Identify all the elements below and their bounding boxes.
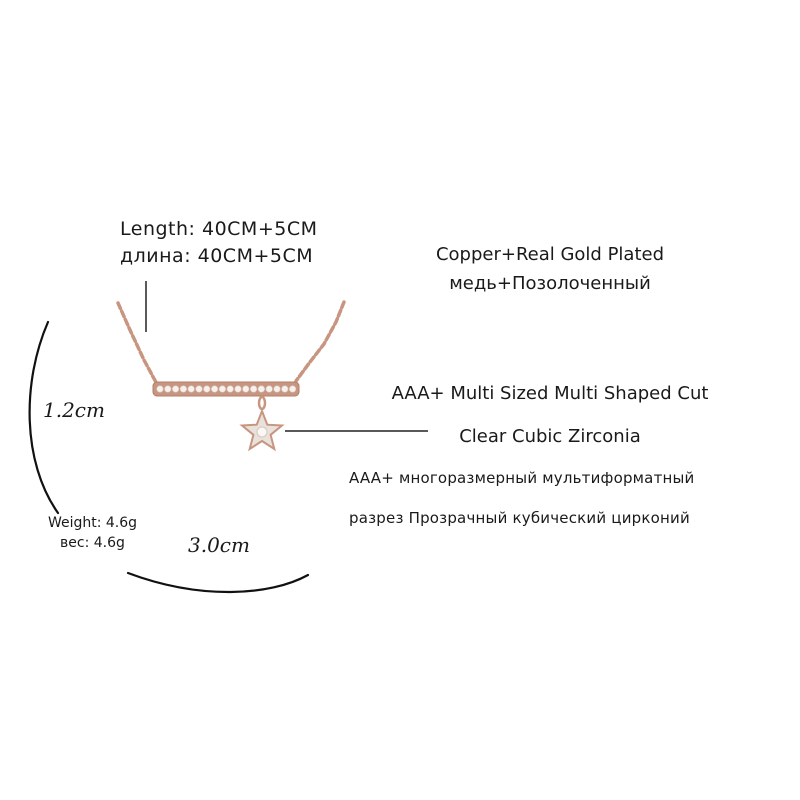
bar-stone (172, 385, 180, 393)
star-bail (257, 395, 267, 411)
bar-stone (179, 385, 187, 393)
material-label: Copper+Real Gold Plated медь+Позолоченны… (400, 240, 700, 298)
chain-right (294, 300, 346, 383)
bar-stone (257, 385, 266, 393)
bar-stone (156, 385, 164, 393)
measurement-arc (28, 320, 310, 594)
bar-stone (211, 385, 219, 393)
length-label: Length: 40CM+5CM длина: 40CM+5CM (120, 216, 317, 270)
bar-stone (281, 385, 289, 393)
stone-line-1: AAA+ Multi Sized Multi Shaped Cut (391, 383, 709, 404)
material-en: Copper+Real Gold Plated (435, 244, 665, 265)
material-ru: медь+Позолоченный (449, 273, 651, 294)
bar-stone (250, 385, 258, 393)
height-dimension: 1.2cm (43, 398, 105, 422)
bar-stone (203, 385, 211, 393)
bar-stone (273, 385, 281, 393)
bar-stone (226, 385, 234, 393)
width-dimension: 3.0cm (188, 533, 250, 557)
weight-en: Weight: 4.6g (47, 515, 138, 531)
bar-stone (218, 385, 226, 393)
bar-stone (289, 385, 297, 393)
bar-stone (265, 385, 273, 393)
stone-description-ru: AAA+ многоразмерный мультиформатный разр… (349, 458, 695, 538)
bar-stone (242, 385, 250, 393)
bar-stone (187, 385, 195, 393)
bar-stone (234, 385, 242, 393)
stone-ru-line-2: разрез Прозрачный кубический цирконий (349, 509, 690, 527)
length-en: Length: 40CM+5CM (120, 218, 318, 240)
bar-stone (195, 385, 203, 393)
zirconia-bar (152, 381, 300, 397)
length-ru: длина: 40CM+5CM (120, 245, 314, 267)
star-center-stone (256, 426, 268, 438)
stone-ru-line-1: AAA+ многоразмерный мультиформатный (349, 469, 695, 487)
weight-ru: вес: 4.6g (60, 535, 125, 551)
weight-label: Weight: 4.6g вес: 4.6g (30, 513, 155, 553)
stone-line-2: Clear Cubic Zirconia (459, 426, 641, 447)
bar-stone (164, 385, 172, 393)
bar-stones (156, 385, 297, 393)
stone-description: AAA+ Multi Sized Multi Shaped Cut Clear … (360, 372, 740, 458)
chain-left (116, 301, 160, 388)
